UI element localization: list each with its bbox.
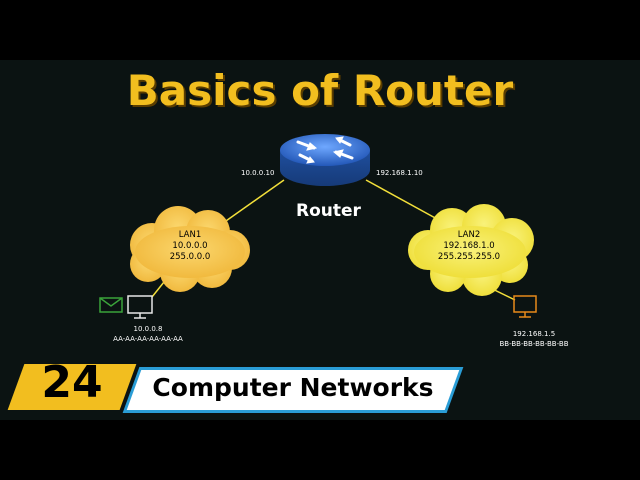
router-right-interface-ip: 192.168.1.10	[376, 169, 423, 177]
bottom-letterbox	[0, 420, 640, 480]
lan2-name: LAN2	[457, 230, 481, 240]
monitor-icon	[127, 295, 153, 319]
host2-mac: BB-BB-BB-BB-BB-BB	[499, 340, 569, 348]
router-icon	[280, 134, 370, 186]
host1-info: 10.0.0.8 AA-AA-AA-AA-AA-AA	[98, 324, 198, 344]
episode-number: 24	[41, 357, 103, 408]
host2-info: 192.168.1.5 BB-BB-BB-BB-BB-BB	[484, 329, 584, 349]
envelope-icon	[99, 297, 123, 313]
lan2-cloud	[408, 204, 534, 296]
lan2-network: 192.168.1.0	[443, 241, 495, 251]
lan1-network: 10.0.0.0	[172, 241, 208, 251]
lan1-cloud	[130, 206, 250, 292]
lan2-mask: 255.255.255.0	[437, 252, 501, 262]
page-title: Basics of Router	[126, 66, 514, 115]
host1-ip: 10.0.0.8	[133, 325, 163, 333]
host2-ip: 192.168.1.5	[512, 330, 556, 338]
router-left-interface-ip: 10.0.0.10	[241, 169, 275, 177]
lan1-mask: 255.0.0.0	[169, 252, 211, 262]
link-router-lan1	[215, 179, 285, 229]
router-label: Router	[296, 201, 361, 221]
monitor-icon	[513, 295, 537, 318]
series-name: Computer Networks	[152, 373, 434, 402]
host1-mac: AA-AA-AA-AA-AA-AA	[113, 335, 183, 343]
top-letterbox	[0, 0, 640, 60]
lan2-info: LAN2 192.168.1.0 255.255.255.0	[424, 230, 514, 263]
lan1-info: LAN1 10.0.0.0 255.0.0.0	[150, 230, 230, 263]
lan1-name: LAN1	[178, 230, 202, 240]
